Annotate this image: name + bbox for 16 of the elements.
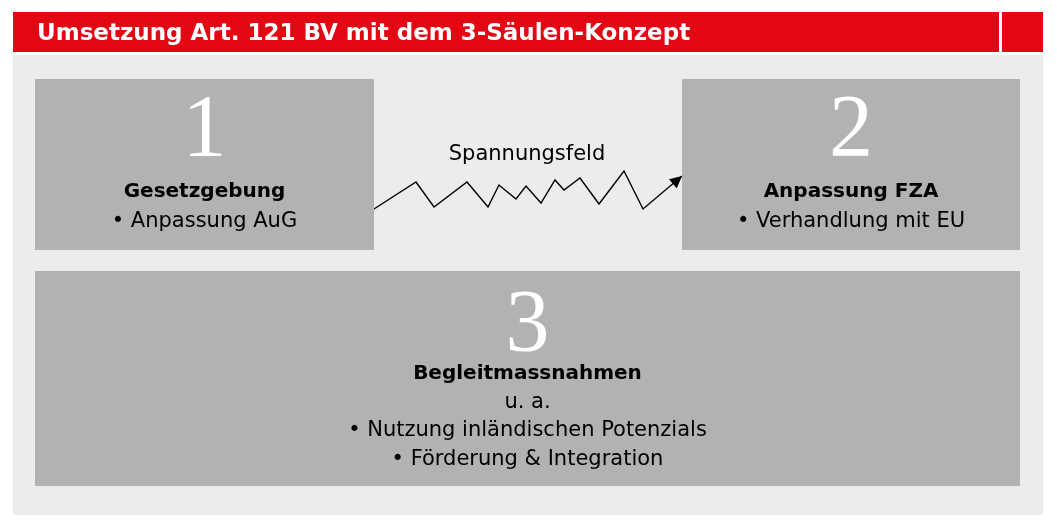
pillar-number: 1 [182,91,227,161]
pillar-box [35,271,1020,486]
zigzag-arrow [373,169,683,211]
pillar-box [35,79,374,250]
pillar-box [682,79,1020,250]
list-item: • Verhandlung mit EU [736,207,966,234]
list-item: • Nutzung inländischen Potenzials [348,416,707,443]
pillar-heading: Begleitmassnahmen [413,359,642,386]
pillar-number: 3 [505,286,550,356]
pillar-number: 2 [829,91,873,161]
list-item: • Anpassung AuG [111,207,298,234]
title-text: Umsetzung Art. 121 BV mit dem 3-Säulen-Konzept [37,18,691,46]
list-item: • Förderung & Integration [391,444,664,472]
pillar-heading: Gesetzgebung [123,177,286,204]
note-text: u. a. [504,387,551,415]
pillar-heading: Anpassung FZA [763,177,939,204]
